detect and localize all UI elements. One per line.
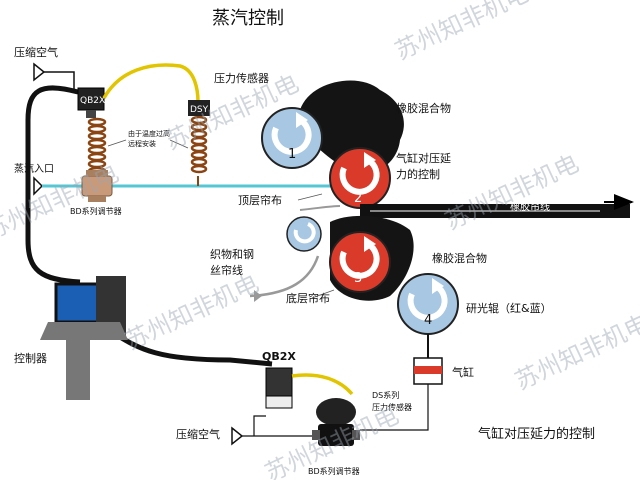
signal-cable-yellow-top [102,63,200,103]
cylinder-air-line [360,384,429,431]
ds-sensor-line2: 压力传感器 [372,402,412,412]
coil-turn [87,124,107,134]
compressed-air-bottom-label: 压缩空气 [176,427,220,441]
bd-regulator-top [81,170,113,202]
rubber-compound-top-label: 橡胶混合物 [396,101,451,115]
feed-roll-small [286,216,322,252]
coil-turn [190,143,208,153]
coil-turn [87,145,107,155]
control-cable-left [25,85,81,285]
roll-4-number: 4 [424,313,432,328]
air-supply-bottom-icon [231,426,244,446]
cylinder-control-line1: 气缸对压延 [396,151,451,165]
roll-3-number: 3 [354,271,362,286]
steam-inlet-label: 蒸汽入口 [14,162,54,175]
qb2x-bottom-unit [265,367,293,409]
qb2x-top-label: QB2X [80,96,105,106]
qb2x-bottom-label: QB2X [262,350,296,363]
polish-roll-label: 研光辊（红&蓝） [466,301,552,315]
bottom-ply-label: 底层帘布 [286,291,330,305]
coil-turn [87,138,107,148]
top-ply-label: 顶层帘布 [238,193,282,207]
page-title: 蒸汽控制 [212,8,284,29]
rubber-compound-bottom-label: 橡胶混合物 [432,251,487,265]
heat-note-line1: 由于温度过高 [128,129,170,138]
feed-roll-circle [286,216,322,252]
bd-regulator-label: BD系列调节器 [70,206,122,216]
dsy-box [188,100,210,116]
roll-2: 2 [329,147,391,209]
coil-turn [87,152,107,162]
coil-turn [87,117,107,127]
dsy-sensor: DSY [188,100,210,116]
controller-computer [40,276,128,400]
watermark: 苏州知非机电 [511,309,640,395]
regulator-bottom-base [318,424,354,446]
rubber-compound-top-blob [300,80,404,173]
compressed-air-top-label: 压缩空气 [14,45,58,59]
pressure-sensor-label: 压力传感器 [214,72,269,85]
roll-4: 4 [397,273,459,335]
feed-roll-rotation-icon [293,222,316,244]
signal-cable-yellow-bottom [291,373,354,396]
fabric-steel-line2: 丝帘线 [210,263,243,277]
cylinder-piston [414,366,442,374]
keyboard-icon [40,322,128,340]
coil-turn [190,150,208,160]
air-line-top [44,71,78,93]
watermark: 苏州知非机电 [441,149,583,235]
heat-note-line2: 远程安装 [128,139,156,148]
watermark: 苏州知非机电 [391,0,533,65]
dsy-label: DSY [190,105,209,115]
ds-sensor-line1: DS系列 [372,390,399,400]
watermark: 苏州知非机电 [121,269,263,355]
cylinder-control-line2: 力的控制 [396,167,440,181]
roll-4-rotation-icon [407,283,448,321]
top-ply-sheet [299,205,341,211]
cord-feed-line [249,255,320,298]
fabric-steel-line1: 织物和钢 [210,247,254,261]
air-supply-icon [33,62,46,82]
bd-regulator-bottom [312,398,360,446]
cylinder [413,357,443,385]
roll-3: 3 [329,231,391,293]
coil-turn [87,131,107,141]
roll-3-rotation-icon [339,241,380,279]
computer-stand [66,340,90,400]
coil-turn [190,157,208,167]
qb2x-top-unit: QB2X [77,87,105,118]
roll-1: 1 [261,107,323,169]
roll-2-number: 2 [354,191,362,206]
coil-right [190,115,208,174]
roll-1-rotation-icon [271,117,312,155]
compressed-air-top: 压缩空气 [14,45,78,93]
coil-turn [190,164,208,174]
rubber-ply-label: 橡胶帘线 [510,200,550,213]
roll-1-number: 1 [288,147,296,162]
regulator-bottom-body [316,398,356,426]
roll-2-rotation-icon [339,157,380,195]
qb2x-top-fitting [86,110,96,118]
cylinder-label: 气缸 [452,365,474,379]
bottom-regulator-label: BD系列调节器 [308,466,360,476]
bottom-title: 气缸对压延力的控制 [478,426,595,442]
controller-label: 控制器 [14,351,47,365]
steam-inlet-icon [33,176,44,196]
